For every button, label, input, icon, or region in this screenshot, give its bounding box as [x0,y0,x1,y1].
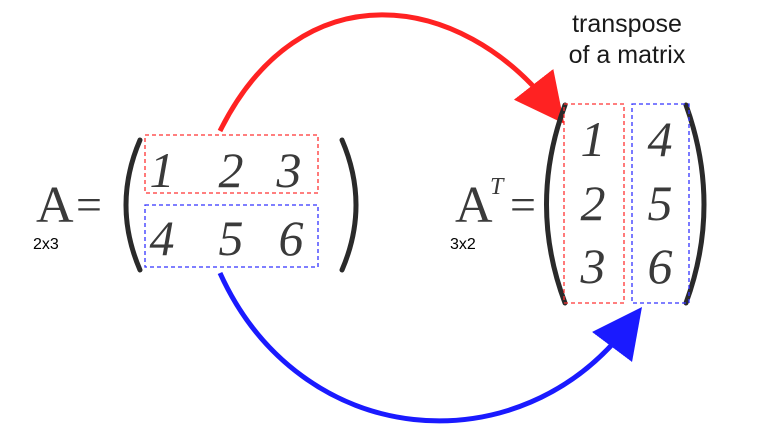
matrix-at-left-paren [544,102,568,306]
matrix-a-equals: = [76,179,102,230]
matrix-a-entry: 2 [219,142,244,198]
matrix-a-entry: 5 [219,210,244,266]
matrix-a: A = 2x3 1 2 3 4 5 6 [33,134,359,273]
matrix-a-left-paren [123,137,143,273]
matrix-at-entry: 1 [581,111,606,167]
matrix-at-dims: 3x2 [450,236,476,253]
matrix-a-entry: 3 [276,142,302,198]
matrix-a-dims: 2x3 [33,236,59,253]
matrix-a-row-1-highlight [144,134,319,194]
matrix-a-entry: 1 [150,142,175,198]
matrix-at-column-2-highlight [631,103,690,304]
matrix-at-entry: 3 [580,238,606,294]
matrix-at-entry: 4 [648,111,673,167]
matrix-at-name: A [455,177,493,234]
blue-arrow [217,271,642,424]
matrix-at-column-1-highlight [563,103,625,304]
matrix-a-entry: 4 [150,210,175,266]
caption-line-2: of a matrix [569,41,686,69]
matrix-at-entry: 2 [581,175,606,231]
matrix-a-entry: 6 [279,210,304,266]
matrix-at-entry: 6 [648,238,673,294]
matrix-at-right-paren [683,102,707,306]
matrix-at-entry: 5 [648,175,673,231]
matrix-a-name: A [36,177,74,234]
matrix-a-right-paren [339,137,359,273]
matrix-at-superscript: T [490,174,505,200]
matrix-a-row-2-highlight [144,204,319,268]
caption-line-1: transpose [572,10,682,38]
matrix-at-equals: = [510,179,536,230]
red-arrow [217,12,565,133]
matrix-a-transpose: A T = 3x2 1 2 3 4 5 6 [450,102,707,306]
